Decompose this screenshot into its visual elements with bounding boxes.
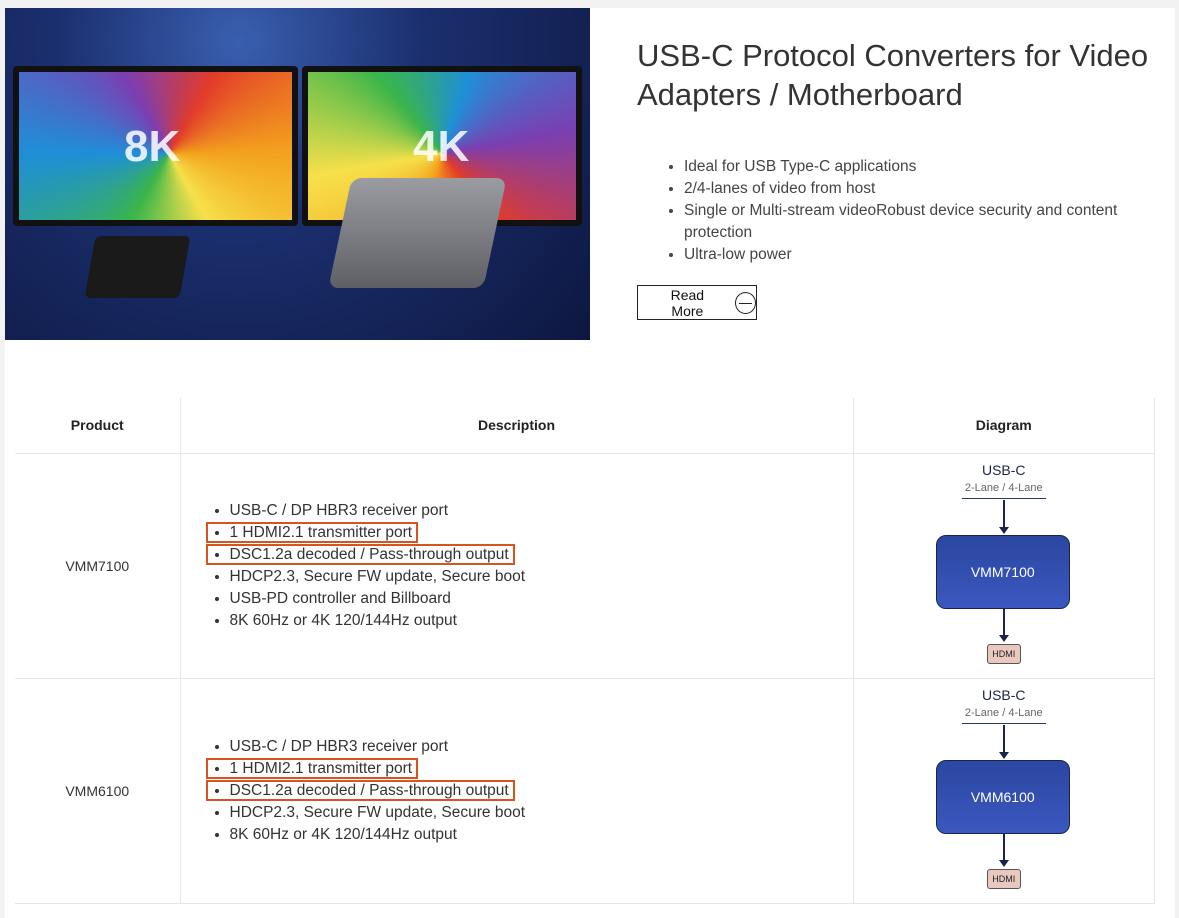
arrow-down-icon [998,834,1009,867]
spec-text: USB-PD controller and Billboard [229,589,451,607]
product-name: VMM7100 [15,453,181,679]
table-row: VMM6100 USB-C / DP HBR3 receiver port 1 H… [15,678,1155,904]
block-diagram: USB-C 2-Lane / 4-Lane VMM6100 HDMI [894,683,1114,898]
diagram-chip: VMM7100 [935,535,1070,609]
diagram-output: HDMI [986,644,1021,664]
spec-text: DSC1.2a decoded / Pass-through output [205,543,515,565]
spec-text: DSC1.2a decoded / Pass-through output [205,779,515,801]
feature-list: Ideal for USB Type-C applications 2/4-la… [667,156,1177,266]
feature-item: 2/4-lanes of video from host [684,178,1177,200]
spec-item: 1 HDMI2.1 transmitter port [205,521,853,544]
diagram-cell: USB-C 2-Lane / 4-Lane VMM6100 HDMI [853,678,1155,904]
diagram-lanes: 2-Lane / 4-Lane [964,707,1043,719]
spec-item: 1 HDMI2.1 transmitter port [205,757,853,780]
diagram-lanes: 2-Lane / 4-Lane [964,482,1043,494]
spec-text: 1 HDMI2.1 transmitter port [205,521,419,543]
diagram-cell: USB-C 2-Lane / 4-Lane VMM7100 HDMI [853,453,1155,679]
spec-text: 1 HDMI2.1 transmitter port [205,757,419,779]
spec-text: HDCP2.3, Secure FW update, Secure boot [229,567,526,585]
feature-item: Ideal for USB Type-C applications [684,156,1177,178]
spec-text: USB-C / DP HBR3 receiver port [229,737,449,755]
arrow-down-icon [998,609,1009,642]
spec-text: HDCP2.3, Secure FW update, Secure boot [229,803,526,821]
collapse-circle-icon [734,291,756,314]
spec-item: HDCP2.3, Secure FW update, Secure boot [230,802,853,824]
spec-item: HDCP2.3, Secure FW update, Secure boot [230,566,853,588]
adapter-black [84,236,191,298]
spec-text: USB-C / DP HBR3 receiver port [229,501,449,519]
column-header: Product [15,398,181,454]
block-diagram: USB-C 2-Lane / 4-Lane VMM7100 HDMI [894,458,1114,673]
spec-item: 8K 60Hz or 4K 120/144Hz output [230,824,853,846]
diagram-divider [961,723,1046,724]
table-row: VMM7100 USB-C / DP HBR3 receiver port 1 H… [15,453,1155,679]
arrow-down-icon [998,725,1009,759]
page-title: USB-C Protocol Converters for Video Adap… [637,38,1149,112]
monitor-4k: 4K [302,66,582,226]
arrow-down-icon [998,500,1009,534]
spec-list: USB-C / DP HBR3 receiver port 1 HDMI2.1 t… [205,736,853,846]
screen-label: 8K [124,122,181,171]
spec-list: USB-C / DP HBR3 receiver port 1 HDMI2.1 t… [205,500,853,632]
column-header: Description [180,398,854,454]
spec-item: DSC1.2a decoded / Pass-through output [205,543,853,566]
column-header: Diagram [853,398,1155,454]
spec-item: USB-C / DP HBR3 receiver port [230,500,853,522]
spec-text: 8K 60Hz or 4K 120/144Hz output [229,825,457,843]
spec-item: USB-PD controller and Billboard [230,588,853,610]
spec-item: DSC1.2a decoded / Pass-through output [205,779,853,802]
feature-item: Ultra-low power [684,244,1177,266]
description-cell: USB-C / DP HBR3 receiver port 1 HDMI2.1 t… [180,678,854,904]
diagram-divider [961,498,1046,499]
product-name: VMM6100 [15,678,181,904]
read-more-button[interactable]: Read More [637,285,757,320]
diagram-input: USB-C [981,462,1026,478]
diagram-chip: VMM6100 [935,760,1070,834]
spec-text: 8K 60Hz or 4K 120/144Hz output [229,611,457,629]
screen-label: 4K [413,122,470,171]
spec-item: USB-C / DP HBR3 receiver port [230,736,853,758]
spec-item: 8K 60Hz or 4K 120/144Hz output [230,610,853,632]
hero-image: 8K 4K [5,8,590,340]
product-table: Product Description Diagram VMM7100 USB-… [15,398,1155,904]
monitor-8k: 8K [13,66,298,226]
diagram-output: HDMI [986,869,1021,889]
feature-item: Single or Multi-stream videoRobust devic… [684,200,1177,244]
diagram-input: USB-C [981,687,1026,703]
description-cell: USB-C / DP HBR3 receiver port 1 HDMI2.1 t… [180,453,854,679]
read-more-label: Read More [670,286,705,319]
adapter-silver [328,178,507,288]
